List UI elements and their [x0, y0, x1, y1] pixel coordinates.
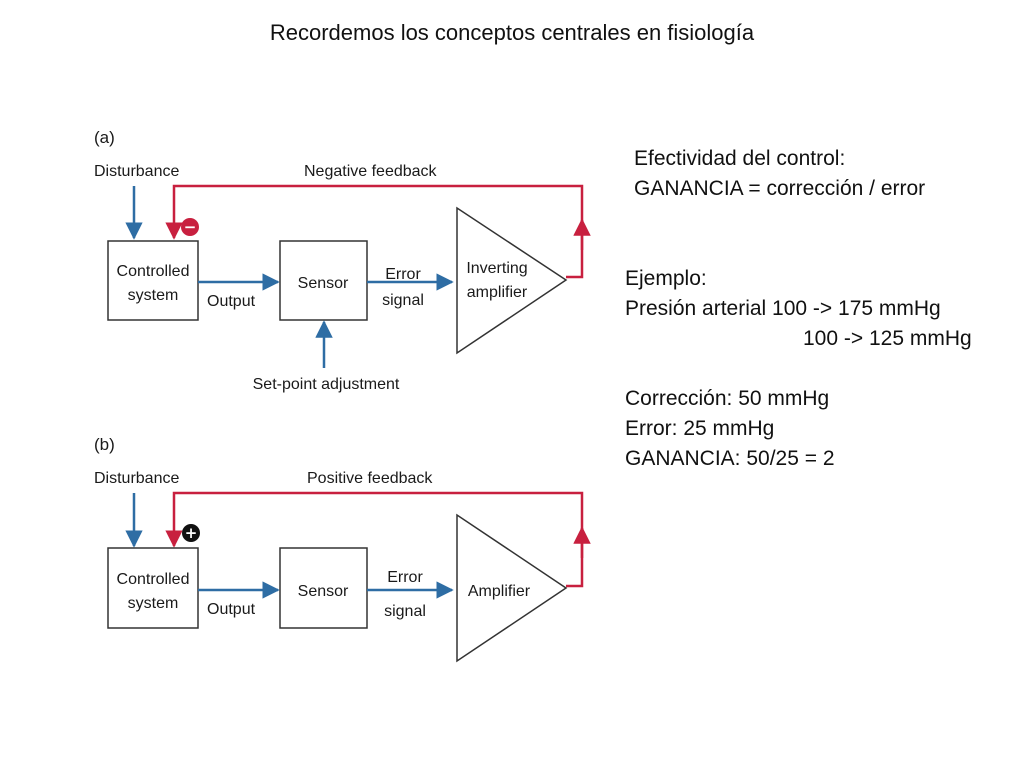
effectiveness-heading: Efectividad del control:	[634, 147, 846, 170]
figure-b-controlled-system-box	[107, 547, 199, 629]
effectiveness-block: Efectividad del control: GANANCIA = corr…	[634, 144, 925, 204]
figure-a-feedback-loop	[165, 184, 584, 279]
example-block: Ejemplo: Presión arterial 100 -> 175 mmH…	[625, 264, 1015, 474]
figure-a-error-line1: Error	[385, 266, 421, 283]
figure-b-sensor-box	[279, 547, 368, 629]
figure-b-positive-sign-badge	[182, 524, 200, 542]
figure-a-amplifier-line2: amplifier	[467, 284, 528, 301]
slide-title: Recordemos los conceptos centrales en fi…	[269, 20, 755, 45]
figure-b-label: (b)	[94, 435, 115, 454]
figure-b-output-label: Output	[207, 601, 256, 618]
spacer	[625, 354, 1015, 384]
figure-a-negative-sign-badge	[181, 218, 199, 236]
figure-a-amplifier-line1: Inverting	[466, 260, 527, 277]
figure-b-controlled-line1: Controlled	[117, 571, 190, 588]
figure-a-controlled-line1: Controlled	[117, 263, 190, 280]
figure-b-sensor-label: Sensor	[298, 583, 349, 600]
figure-b-sign: +	[185, 524, 198, 542]
figure-b-feedback-loop	[165, 491, 584, 588]
figure-a-disturbance-label: Disturbance	[94, 163, 179, 180]
example-heading: Ejemplo:	[625, 267, 707, 290]
figure-a-controlled-line2: system	[128, 287, 179, 304]
gain-formula: GANANCIA = corrección / error	[634, 177, 926, 200]
figure-a-sensor-label: Sensor	[298, 275, 349, 292]
figure-a-sign: −	[184, 218, 197, 236]
example-line-1: Presión arterial 100 -> 175 mmHg	[625, 297, 941, 320]
figure-a-label: (a)	[94, 128, 115, 147]
correction-line: Corrección: 50 mmHg	[625, 387, 830, 410]
figure-a-feedback-label: Negative feedback	[304, 163, 438, 180]
figure-b-amplifier-triangle	[456, 513, 568, 663]
figure-b-controlled-line2: system	[128, 595, 179, 612]
figure-b-error-line2: signal	[384, 603, 426, 620]
figure-b-feedback-label: Positive feedback	[307, 470, 433, 487]
figure-b-error-line1: Error	[387, 569, 423, 586]
example-line-2: 100 -> 125 mmHg	[803, 327, 972, 350]
gain-result-line: GANANCIA: 50/25 = 2	[625, 447, 835, 470]
figure-a-amplifier-triangle	[456, 206, 568, 355]
figure-a-controlled-system-box	[107, 240, 199, 321]
figure-b: (b) Disturbance Positive feedback + Cont…	[94, 435, 591, 663]
figure-a-sensor-box	[279, 240, 368, 321]
figure-a: (a) Disturbance Negative feedback − Cont…	[94, 128, 591, 393]
figure-b-disturbance-label: Disturbance	[94, 470, 179, 487]
figure-a-setpoint-label: Set-point adjustment	[253, 376, 400, 393]
error-line: Error: 25 mmHg	[625, 417, 775, 440]
figure-a-error-line2: signal	[382, 292, 424, 309]
figure-b-amplifier-label: Amplifier	[468, 583, 531, 600]
figure-a-output-label: Output	[207, 293, 256, 310]
